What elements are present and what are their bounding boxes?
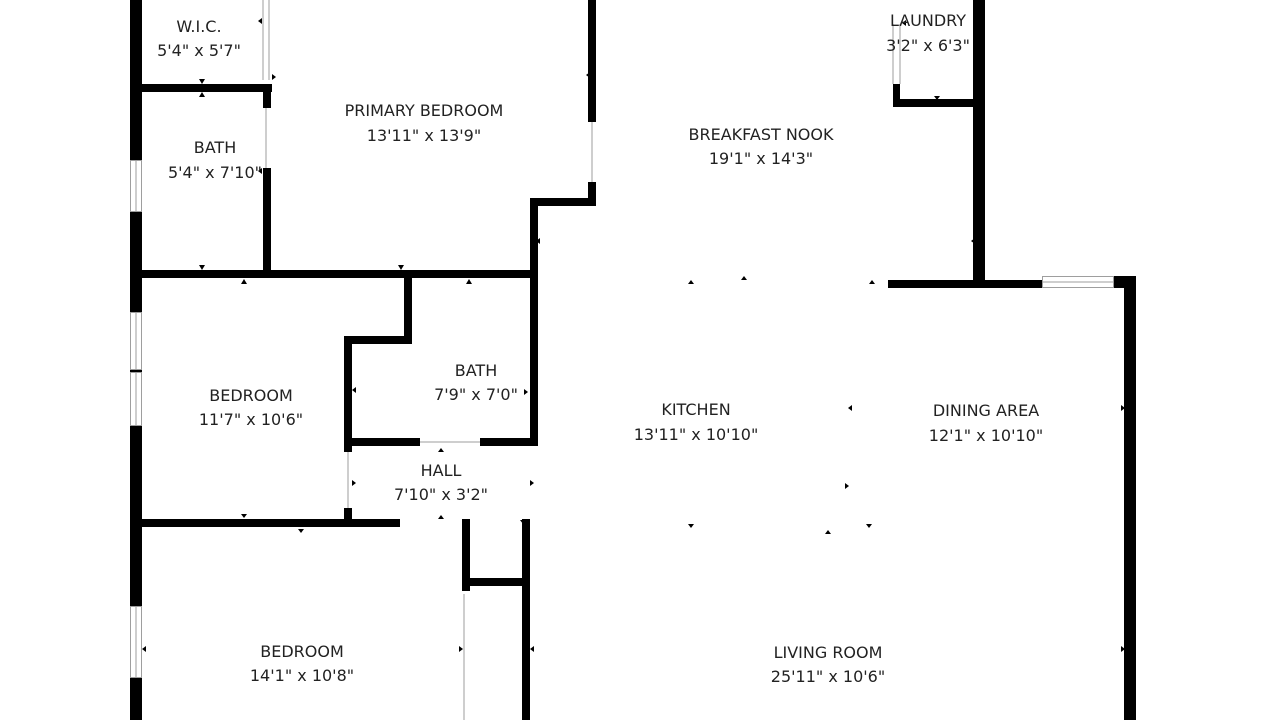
wall-closet-west (462, 519, 470, 591)
wall-bedrooms-north (136, 270, 536, 278)
opening-wic-east (262, 0, 270, 80)
window-bedroom-west-1 (130, 312, 142, 370)
room-dimensions: 7'9" x 7'0" (434, 385, 518, 404)
room-hall: HALL 7'10" x 3'2" (394, 461, 488, 504)
room-name: BATH (455, 361, 497, 380)
window-bedroom-west-2 (130, 372, 142, 426)
wall-bath-south-a (344, 438, 420, 446)
room-name: KITCHEN (661, 400, 730, 419)
wall-primary-bath-east-lower (263, 168, 271, 276)
room-name: BEDROOM (209, 386, 293, 405)
wall-bath-notch-h (344, 336, 412, 344)
room-name: BREAKFAST NOOK (689, 125, 834, 144)
room-living-room: LIVING ROOM 25'11" x 10'6" (771, 643, 885, 686)
room-kitchen: KITCHEN 13'11" x 10'10" (634, 400, 759, 444)
room-name: BEDROOM (260, 642, 344, 661)
wall-primary-east (588, 0, 596, 122)
wall-wic-bath (136, 84, 272, 92)
wall-bedrooms-divider (136, 519, 400, 527)
windows (130, 0, 1114, 720)
window-dining-north (1042, 276, 1114, 288)
wall-bath-west (344, 336, 352, 446)
room-dimensions: 25'11" x 10'6" (771, 667, 885, 686)
room-name: DINING AREA (933, 401, 1039, 420)
wall-laundry-west (893, 84, 900, 104)
wall-primary-jog-down (530, 198, 538, 446)
wall-laundry-south (893, 99, 981, 107)
room-dimensions: 7'10" x 3'2" (394, 485, 488, 504)
wall-bath-south-b (480, 438, 538, 446)
room-name: PRIMARY BEDROOM (345, 101, 504, 120)
room-dimensions: 13'11" x 10'10" (634, 425, 759, 444)
wall-primary-jog (530, 198, 596, 206)
wall-dining-north-end (1114, 276, 1124, 288)
room-name: HALL (421, 461, 462, 480)
wall-primary-east-lower (588, 182, 596, 206)
room-name: BATH (194, 138, 236, 157)
walls (130, 0, 1136, 720)
room-name: W.I.C. (176, 17, 221, 36)
room-dining-area: DINING AREA 12'1" x 10'10" (929, 401, 1043, 445)
room-name: LIVING ROOM (774, 643, 883, 662)
room-dimensions: 19'1" x 14'3" (709, 149, 813, 168)
room-dimensions: 14'1" x 10'8" (250, 666, 354, 685)
exterior-wall-east (1124, 276, 1136, 720)
room-dimensions: 3'2" x 6'3" (886, 36, 970, 55)
room-name: LAUNDRY (890, 11, 966, 30)
window-bath-west (130, 160, 142, 212)
room-bedroom-3: BEDROOM 14'1" x 10'8" (250, 642, 354, 685)
wall-closet-east (522, 519, 530, 720)
room-wic: W.I.C. 5'4" x 5'7" (157, 17, 241, 60)
room-bath-hall: BATH 7'9" x 7'0" (434, 361, 518, 404)
room-bath-primary: BATH 5'4" x 7'10" (168, 138, 262, 182)
wall-hall-west-lower (344, 508, 352, 526)
wall-primary-bath-east (263, 84, 271, 108)
opening-laundry (892, 24, 901, 84)
wall-bath-notch-v (404, 274, 412, 342)
door-markers (142, 18, 1125, 652)
room-labels: W.I.C. 5'4" x 5'7" PRIMARY BEDROOM 13'11… (157, 11, 1043, 686)
room-dimensions: 5'4" x 7'10" (168, 163, 262, 182)
wall-laundry-east (973, 0, 985, 286)
room-breakfast-nook: BREAKFAST NOOK 19'1" x 14'3" (689, 125, 834, 168)
room-dimensions: 13'11" x 13'9" (367, 126, 481, 145)
room-dimensions: 12'1" x 10'10" (929, 426, 1043, 445)
wall-hall-west (344, 444, 352, 452)
room-bedroom-2: BEDROOM 11'7" x 10'6" (199, 386, 303, 429)
room-dimensions: 5'4" x 5'7" (157, 41, 241, 60)
room-dimensions: 11'7" x 10'6" (199, 410, 303, 429)
window-bedroom-west-3 (130, 606, 142, 678)
wall-dining-north (888, 280, 1042, 288)
room-laundry: LAUNDRY 3'2" x 6'3" (886, 11, 970, 55)
room-primary-bedroom: PRIMARY BEDROOM 13'11" x 13'9" (345, 101, 504, 145)
wall-closet-south (462, 578, 530, 586)
opening-bath-door (265, 108, 480, 443)
